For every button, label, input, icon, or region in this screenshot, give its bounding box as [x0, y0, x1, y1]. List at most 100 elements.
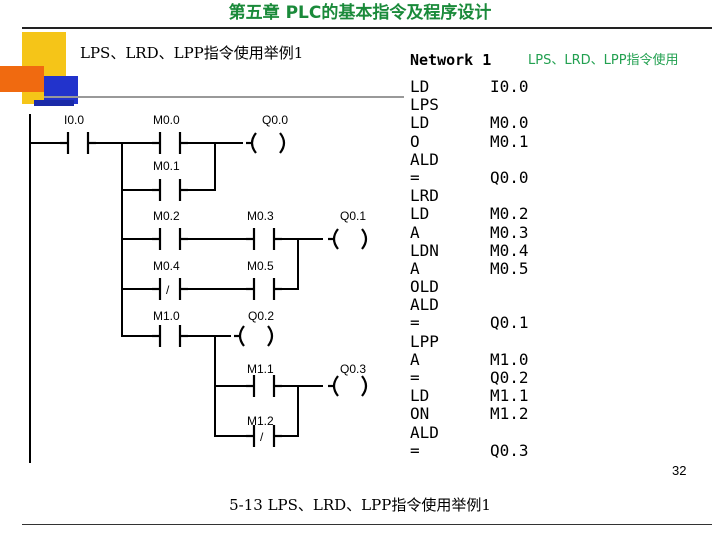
stl-opcode: ALD — [410, 422, 439, 442]
stl-line: A M0.5 — [410, 258, 529, 278]
stl-line: LPS — [410, 95, 529, 115]
slide-subtitle: LPS、LRD、LPP指令使用举例1 — [80, 44, 304, 62]
coil-q0-2 — [234, 325, 274, 347]
contact-m1-1 — [246, 375, 282, 397]
label-q0-2: Q0.2 — [248, 309, 274, 323]
stl-opcode: LD — [410, 77, 430, 96]
label-m1-2: M1.2 — [247, 414, 274, 428]
stl-line: = Q0.2 — [410, 368, 529, 387]
stl-operand: M1.0 — [490, 349, 529, 369]
label-m0-4: M0.4 — [153, 259, 180, 273]
stl-opcode: A — [410, 258, 420, 278]
contact-i0-0 — [60, 132, 96, 154]
deco-blue-bar — [34, 100, 74, 106]
deco-orange-block — [0, 66, 44, 92]
stl-operand: M0.2 — [490, 204, 529, 224]
stl-opcode: ALD — [410, 149, 439, 169]
stl-line: ALD — [410, 296, 529, 314]
stl-opcode: OLD — [410, 277, 439, 297]
stl-line: LD I0.0 — [410, 77, 529, 96]
stl-opcode: LRD — [410, 186, 439, 206]
label-q0-1: Q0.1 — [340, 209, 366, 223]
stl-line: O M0.1 — [410, 131, 529, 151]
stl-operand: M0.1 — [490, 131, 529, 151]
stl-line: LD M0.0 — [410, 114, 529, 132]
label-m1-1: M1.1 — [247, 362, 274, 376]
stl-opcode: A — [410, 222, 420, 242]
negation-mark-m1-2: / — [260, 430, 264, 444]
contact-m1-2 — [246, 425, 282, 447]
contact-m0-3 — [246, 228, 282, 250]
deco-horizontal-rule — [44, 96, 404, 98]
stl-line: LRD — [410, 186, 529, 206]
label-m0-0: M0.0 — [153, 113, 180, 127]
network-title: Network 1 — [410, 51, 492, 69]
stl-operand: M0.0 — [490, 113, 529, 133]
stl-operand: M0.3 — [490, 222, 529, 242]
stl-operand: M0.4 — [490, 240, 529, 260]
stl-line: ALD — [410, 149, 529, 169]
stl-opcode: LDN — [410, 240, 439, 260]
contact-m0-0 — [152, 132, 188, 154]
stl-operand: M1.2 — [490, 404, 529, 424]
stl-opcode: ON — [410, 404, 430, 424]
stl-operand: Q0.1 — [490, 313, 529, 333]
coil-q0-1 — [328, 228, 368, 250]
stl-line: A M1.0 — [410, 349, 529, 369]
stl-opcode: O — [410, 131, 420, 151]
label-m0-2: M0.2 — [153, 209, 180, 223]
label-m0-1: M0.1 — [153, 159, 180, 173]
stl-operand: M0.5 — [490, 258, 529, 278]
contact-m0-4 — [152, 278, 188, 300]
stl-opcode: = — [410, 368, 420, 387]
stl-line: A M0.3 — [410, 222, 529, 242]
label-q0-3: Q0.3 — [340, 362, 366, 376]
chapter-title: 第五章 PLC的基本指令及程序设计 — [228, 3, 492, 23]
figure-caption: 5-13 LPS、LRD、LPP指令使用举例1 — [229, 496, 491, 514]
stl-opcode: LPP — [410, 331, 439, 351]
negation-mark-m0-4: / — [166, 283, 170, 297]
stl-line: = Q0.0 — [410, 167, 529, 187]
stl-line: LD M0.2 — [410, 205, 529, 223]
label-m0-3: M0.3 — [247, 209, 274, 223]
stl-line: = Q0.3 — [410, 440, 529, 460]
stl-line: LDN M0.4 — [410, 240, 529, 260]
stl-operand: Q0.3 — [490, 440, 529, 460]
stl-opcode: LPS — [410, 95, 439, 115]
stl-opcode: LD — [410, 204, 430, 224]
label-m0-5: M0.5 — [247, 259, 274, 273]
stl-line: = Q0.1 — [410, 314, 529, 332]
coil-q0-3 — [328, 375, 368, 397]
stl-line: ON M1.2 — [410, 405, 529, 423]
stl-line: LD M1.1 — [410, 386, 529, 406]
network-comment: LPS、LRD、LPP指令使用 — [528, 53, 679, 68]
page-number: 32 — [672, 463, 687, 478]
stl-opcode: = — [410, 167, 420, 187]
stl-opcode: ALD — [410, 295, 439, 315]
coil-q0-0 — [246, 132, 286, 154]
stl-operand: I0.0 — [490, 77, 529, 96]
label-q0-0: Q0.0 — [262, 113, 288, 127]
label-i0-0: I0.0 — [64, 113, 84, 127]
stl-opcode: LD — [410, 113, 430, 133]
contact-m0-5 — [246, 278, 282, 300]
label-m1-0: M1.0 — [153, 309, 180, 323]
stl-opcode: A — [410, 349, 420, 369]
stl-opcode: = — [410, 313, 420, 333]
contact-m0-1 — [152, 179, 188, 201]
stl-line: OLD — [410, 277, 529, 297]
stl-operand: Q0.2 — [490, 368, 529, 387]
contact-m1-0 — [152, 325, 188, 347]
stl-line: LPP — [410, 331, 529, 351]
stl-opcode: = — [410, 440, 420, 460]
stl-line: ALD — [410, 422, 529, 442]
stl-operand: M1.1 — [490, 386, 529, 406]
footer-divider — [22, 524, 712, 525]
contact-m0-2 — [152, 228, 188, 250]
deco-blue-block — [44, 76, 78, 104]
stl-opcode: LD — [410, 386, 430, 406]
header-divider — [22, 27, 712, 29]
stl-operand: Q0.0 — [490, 167, 529, 187]
